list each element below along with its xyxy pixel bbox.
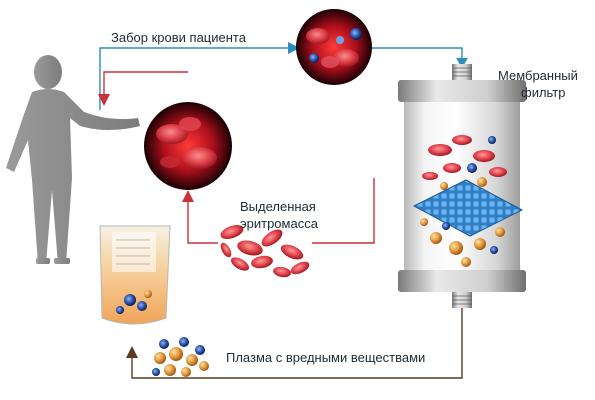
plasma-line [131,306,463,379]
separated-rbc-cluster [220,225,310,278]
outflow-arrowhead-2 [456,58,468,68]
outflow-arrowhead-1 [288,42,300,54]
outflow-line [99,47,463,110]
return-arrowhead [98,94,110,106]
plasma-harmful-label: Плазма с вредными веществами [226,350,426,365]
separated-rbc-label-line2: эритромасса [240,216,318,231]
membrane-filter-label-line2: фильтр [521,85,566,100]
separated-rbc-label-line1: Выделенная [240,199,316,214]
patient-silhouette-icon [6,55,140,264]
rbc-return-arrowhead [182,190,194,202]
blood-collection-label: Забор крови пациента [111,30,246,45]
plasma-bag-icon [99,225,171,325]
returned-blood-circle-icon [144,102,232,190]
membrane-filter-cylinder-icon [398,64,526,308]
rbc-return-line [187,178,375,244]
membrane-filter-label-line1: Мембранный [498,68,578,83]
plasma-particles [152,337,209,377]
blood-cells-circle-icon [296,9,372,85]
return-line [103,71,188,96]
plasma-arrowhead [126,346,138,358]
